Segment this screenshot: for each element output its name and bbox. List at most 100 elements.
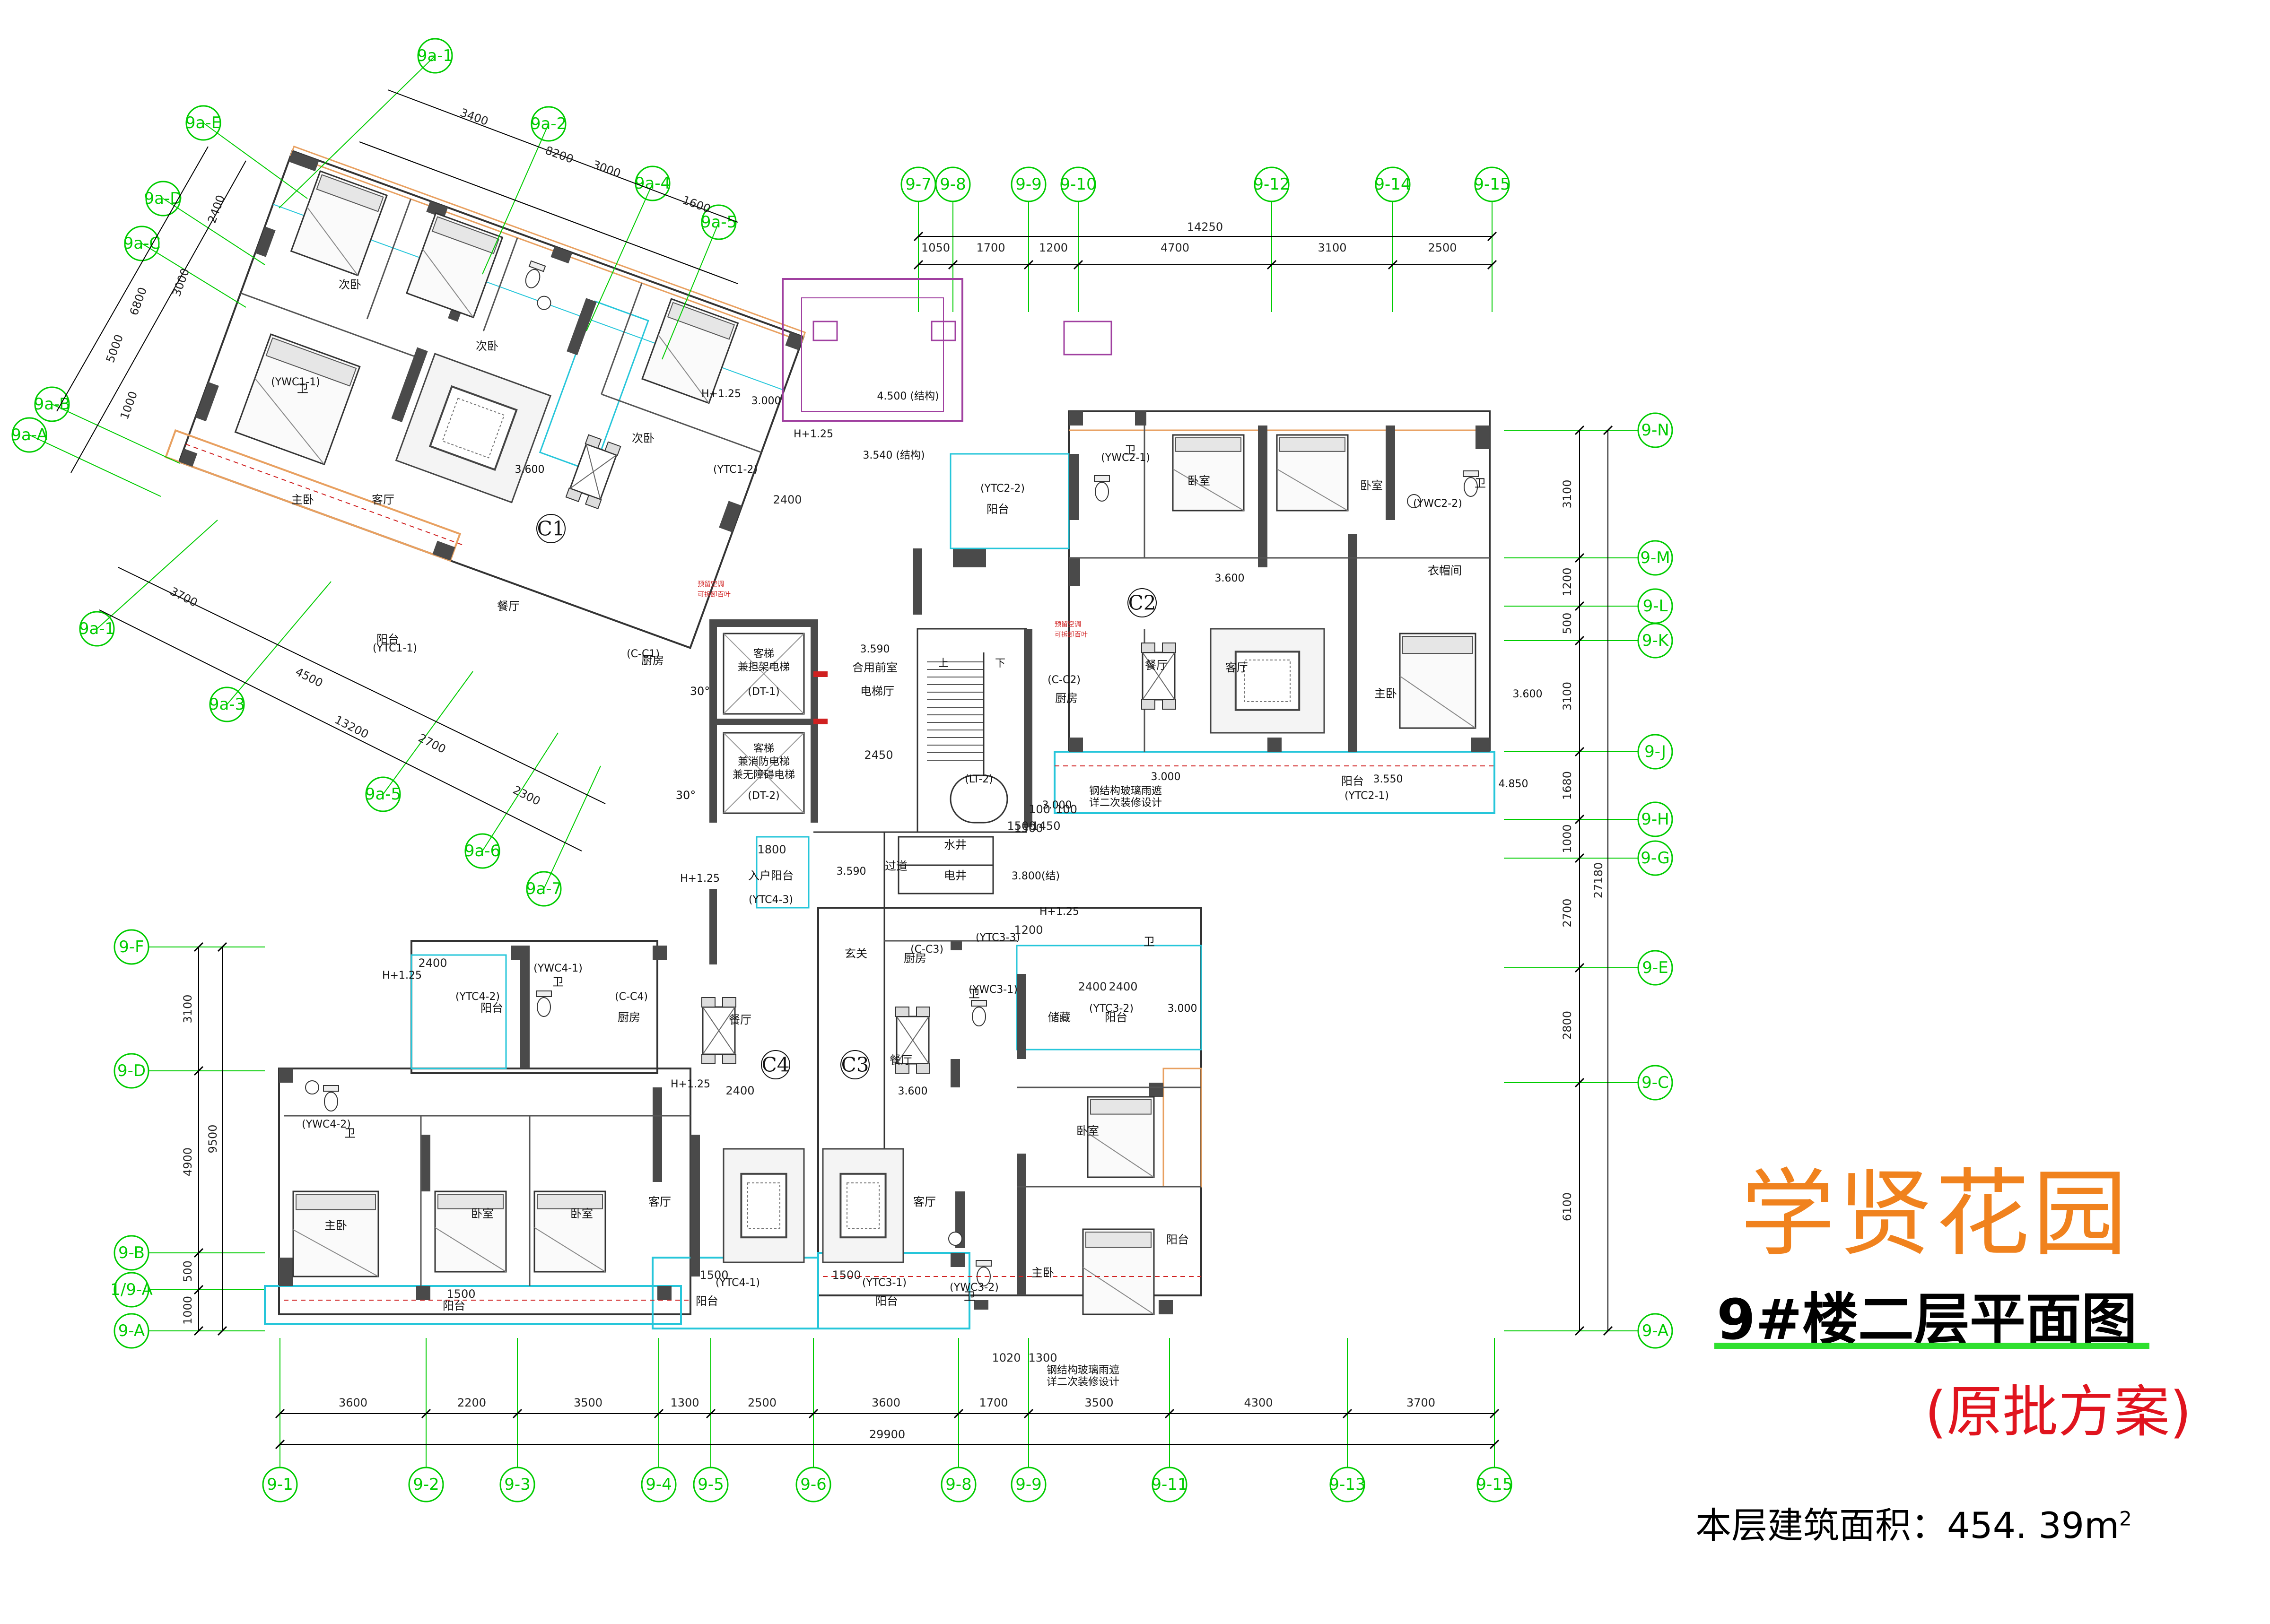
c3-sofa-table xyxy=(839,1172,887,1239)
axis-line-c1 xyxy=(279,55,436,208)
room-code: (YTC3-2) xyxy=(1089,1003,1134,1015)
room-code: (YTC4-2) xyxy=(455,991,500,1003)
c4-bed-master-pillow xyxy=(296,1194,376,1210)
c2-bed-2-fold xyxy=(1276,469,1348,511)
c1-partition xyxy=(601,393,762,453)
axis-bottom-9-3-label: 9-3 xyxy=(504,1475,531,1494)
c2-dining-chair xyxy=(1141,699,1155,710)
dim-tick xyxy=(512,1408,523,1419)
room-code: (YWC1-1) xyxy=(271,376,320,388)
room-label: 卫 xyxy=(964,1290,975,1303)
dim-tick xyxy=(193,942,204,952)
elevator-1-label: 客梯 xyxy=(753,648,774,660)
c4-wall xyxy=(416,1286,430,1300)
c4-wc-1-tank xyxy=(323,1085,339,1092)
dim-misc: 2400 xyxy=(1078,980,1107,993)
axis-right-9-K-label: 9-K xyxy=(1642,631,1669,650)
axis-bottom-9-11-label: 9-11 xyxy=(1151,1475,1187,1494)
dim-tick xyxy=(948,260,958,270)
axis-bottom-9-6-label: 9-6 xyxy=(800,1475,827,1494)
c2-wall xyxy=(1476,426,1490,449)
c3-balcony-south xyxy=(817,1252,970,1329)
c1-balcony-east xyxy=(539,300,649,473)
c3-dining-chair xyxy=(916,1007,930,1017)
dim-c1-top-seg: 3400 xyxy=(458,106,490,128)
dim-tick xyxy=(953,1408,964,1419)
c2-wall xyxy=(1386,426,1395,520)
elevation-mark: 3.600 xyxy=(1215,573,1245,584)
room-code: (YTC2-1) xyxy=(1345,790,1389,802)
unit-tag-circle xyxy=(840,1050,870,1079)
title-underline xyxy=(1714,1343,2149,1349)
dim-bottom-seg: 3600 xyxy=(339,1396,367,1409)
room-code: (C-C4) xyxy=(615,991,648,1003)
axis-top-9-10-label: 9-10 xyxy=(1060,175,1096,194)
c4-balcony-south xyxy=(264,1285,682,1325)
c2-wc-2-bowl xyxy=(1464,477,1478,497)
c2-dining-chair xyxy=(1162,699,1176,710)
entry-balcony xyxy=(756,836,810,909)
c1-bed-2-pillow xyxy=(431,216,500,254)
room-label: 阳台 xyxy=(480,1001,503,1015)
room-label: 厨房 xyxy=(904,952,926,965)
c4-balcony-2 xyxy=(652,1257,819,1329)
c4-dining-chair xyxy=(722,997,736,1007)
dim-right-total: 27180 xyxy=(1592,862,1605,898)
dim-misc: 1450 xyxy=(1031,819,1060,833)
dim-c1-left-seg: 3000 xyxy=(170,267,192,298)
axis-bottom-9-2-label: 9-2 xyxy=(413,1475,439,1494)
c4-bed-2-pillow xyxy=(437,1194,504,1209)
c1-wall xyxy=(550,246,573,264)
axis-bottom-9-1-label: 9-1 xyxy=(267,1475,293,1494)
dim-c1-bottom-seg: 2300 xyxy=(511,783,542,808)
c2-wall xyxy=(1258,426,1267,567)
dim-tick xyxy=(217,1326,227,1336)
core-wall xyxy=(953,548,986,567)
room-code: (YTC4-3) xyxy=(749,894,793,906)
dim-bottom-seg: 1700 xyxy=(979,1396,1008,1409)
project-name: 学贤花园 xyxy=(1740,1159,2130,1269)
c2-wall xyxy=(1069,558,1080,586)
c1-wall xyxy=(567,298,597,356)
room-code: (YTC1-1) xyxy=(373,643,417,654)
c1-sofa-rug xyxy=(442,398,505,459)
elevation-mark: 3.000 xyxy=(1168,1003,1197,1015)
room-label: 阳台 xyxy=(1341,774,1364,788)
c2-wall xyxy=(1069,411,1083,426)
dim-right-seg: 2800 xyxy=(1561,1011,1574,1040)
room-code: (YWC2-2) xyxy=(1413,498,1462,510)
room-label: 卧室 xyxy=(1360,479,1383,492)
c3-wall xyxy=(1159,1300,1173,1314)
room-code: (YWC4-2) xyxy=(302,1119,351,1130)
dim-tick xyxy=(1603,425,1613,435)
c2-dining-chair xyxy=(1162,643,1176,653)
dim-tick xyxy=(1073,260,1083,270)
axis-bottom-9-8-label: 9-8 xyxy=(945,1475,972,1494)
unit-tag-C1: C1 xyxy=(537,517,565,540)
axis-left-9-D-label: 9-D xyxy=(117,1061,146,1080)
dim-misc: 100 xyxy=(1056,803,1077,816)
c1-dining-chair xyxy=(585,495,602,510)
axis-line-c1 xyxy=(227,581,332,705)
dim-tick xyxy=(193,1285,204,1295)
c2-wall xyxy=(1135,411,1146,426)
dim-tick xyxy=(1164,1408,1175,1419)
dim-misc: 100 xyxy=(1029,803,1050,816)
axis-top-9-12-label: 9-12 xyxy=(1253,175,1290,194)
dim-c1-left-seg: 2400 xyxy=(205,193,227,225)
room-code: (YWC3-2) xyxy=(950,1282,999,1294)
c2-wall xyxy=(1471,738,1490,752)
dim-c1-bottom-seg: 2700 xyxy=(416,731,448,756)
elevation-mark: 3.600 xyxy=(515,464,545,476)
dim-left-seg: 4900 xyxy=(181,1147,194,1176)
c1-partition xyxy=(366,199,411,320)
axis-line-c1 xyxy=(662,222,719,360)
elevation-mark: H+1.25 xyxy=(382,970,422,981)
unit-c2-plan xyxy=(1055,411,1494,766)
room-label: 餐厅 xyxy=(1145,659,1168,672)
room-label: 卫 xyxy=(344,1127,356,1140)
core-wall xyxy=(709,619,818,627)
c3-bed-master-pillow xyxy=(1085,1232,1152,1248)
